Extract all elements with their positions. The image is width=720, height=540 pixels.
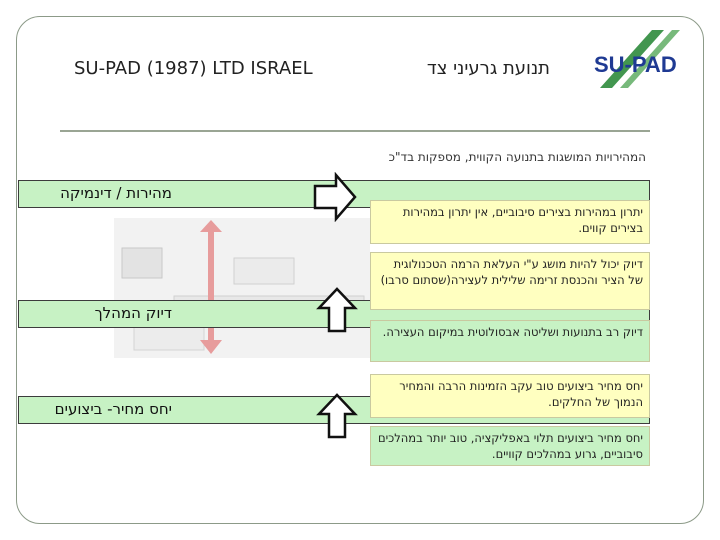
logo-text: SU-PAD — [594, 52, 677, 77]
speed-label: מהירות / דינמיקה — [60, 184, 172, 202]
company-name: SU-PAD (1987) LTD ISRAEL — [74, 58, 313, 79]
speed-note: יתרון במהירות בצירים סיבוביים, אין יתרון… — [370, 200, 650, 244]
cost-label: יחס מחיר- ביצועים — [54, 400, 172, 418]
page-title: תנועת גרעיני צד — [426, 58, 550, 79]
precision-note-1: דיוק יכול להיות מושג ע"י העלאת הרמה הטכנ… — [370, 252, 650, 310]
cost-note-1: יחס מחיר ביצועים טוב עקב הזמינות הרבה וה… — [370, 374, 650, 418]
subtitle: המהירויות המושגות בתנועה הקווית, מספקות … — [388, 150, 646, 164]
up-arrow-icon — [316, 393, 358, 439]
right-arrow-icon — [313, 172, 357, 222]
slide-frame — [16, 16, 704, 524]
precision-label: דיוק המהלך — [94, 304, 172, 322]
cost-note-2: יחס מחיר ביצועים תלוי באפליקציה, טוב יות… — [370, 426, 650, 466]
precision-note-2: דיוק רב בתנועות ושליטה אבסולוטית במיקום … — [370, 320, 650, 362]
header-divider — [60, 130, 650, 132]
su-pad-logo: SU-PAD — [594, 30, 680, 88]
up-arrow-icon — [316, 287, 358, 333]
